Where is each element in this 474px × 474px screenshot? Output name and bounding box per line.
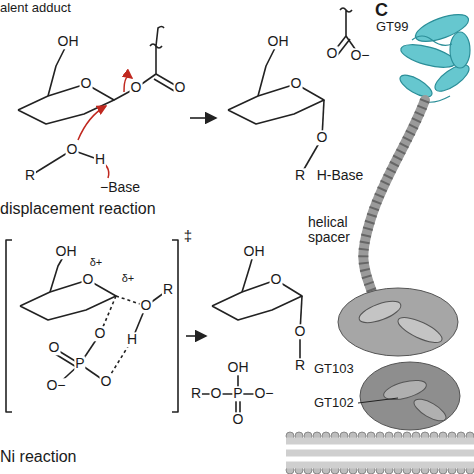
- atom-label: O: [130, 80, 143, 95]
- atom-label: OH: [57, 34, 80, 49]
- atom-label: OH: [227, 360, 250, 375]
- reaction-name: Ni reaction: [0, 448, 76, 466]
- atom-label: O: [48, 340, 61, 355]
- atom-label: P: [232, 386, 243, 401]
- atom-label: OH: [55, 244, 78, 259]
- atom-label: O: [66, 142, 79, 157]
- atom-label: H: [94, 152, 106, 167]
- transition-symbol: ‡: [183, 228, 193, 245]
- atom-label: O: [100, 374, 113, 389]
- reaction-name: displacement reaction: [0, 200, 156, 218]
- panel-caption: alent adduct: [0, 1, 71, 15]
- atom-label: OH: [267, 34, 290, 49]
- charge-label: δ+: [89, 256, 104, 268]
- atom-label: H: [126, 332, 138, 347]
- atom-label: P: [74, 356, 85, 371]
- domain-label: helical spacer: [308, 215, 360, 246]
- atom-label: R: [294, 358, 306, 373]
- domain-label: GT102: [314, 396, 354, 410]
- atom-label: R: [162, 282, 174, 297]
- atom-label: O: [140, 298, 153, 313]
- charge-label: δ+: [121, 272, 136, 284]
- atom-label: O: [210, 386, 223, 401]
- atom-label: O−: [349, 48, 370, 63]
- atom-label: O: [82, 272, 95, 287]
- atom-label: O: [174, 80, 187, 95]
- domain-label: GT103: [314, 362, 354, 376]
- base-label: H-Base: [316, 168, 365, 183]
- panel-letter: C: [375, 1, 388, 21]
- atom-label: R: [190, 386, 202, 401]
- atom-label: O−: [45, 378, 66, 393]
- atom-label: O: [270, 272, 283, 287]
- atom-label: O−: [253, 386, 274, 401]
- atom-label: O: [290, 76, 303, 91]
- atom-label: O: [316, 130, 329, 145]
- atom-label: O: [294, 324, 307, 339]
- atom-label: O: [232, 412, 245, 427]
- atom-label: R: [294, 168, 306, 183]
- atom-label: O: [80, 76, 93, 91]
- domain-label: GT99: [376, 20, 409, 34]
- atom-label: OH: [243, 244, 266, 259]
- atom-label: O: [94, 326, 107, 341]
- atom-label: O: [326, 46, 339, 61]
- atom-label: R: [24, 168, 36, 183]
- base-label: −Base: [99, 180, 141, 195]
